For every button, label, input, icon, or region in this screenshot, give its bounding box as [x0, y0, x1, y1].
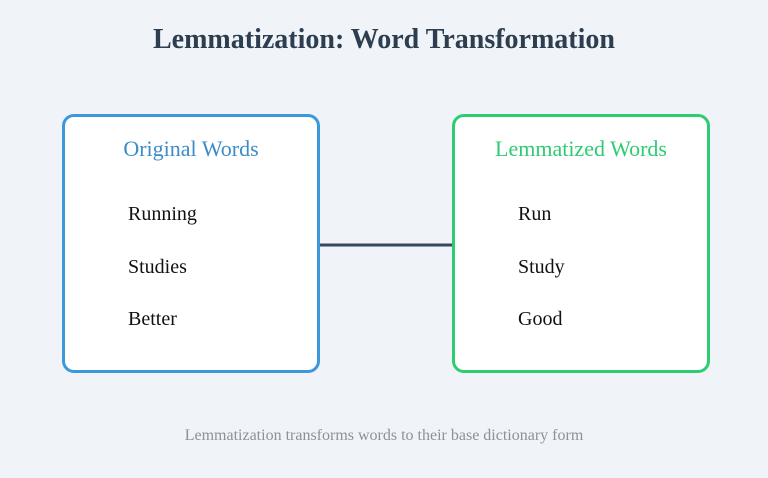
lemmatized-word: Study: [518, 256, 565, 278]
diagram-title: Lemmatization: Word Transformation: [153, 24, 615, 55]
lemmatized-words-heading: Lemmatized Words: [495, 136, 667, 161]
original-word: Running: [128, 203, 197, 225]
original-word: Better: [128, 308, 177, 330]
original-words-box: Original Words Running Studies Better: [62, 114, 320, 373]
original-word: Studies: [128, 256, 187, 278]
caption: Lemmatization transforms words to their …: [184, 427, 584, 444]
lemmatized-word: Good: [518, 308, 563, 330]
lemmatized-word: Run: [518, 203, 552, 225]
original-words-heading: Original Words: [123, 136, 259, 161]
lemmatized-words-box: Lemmatized Words Run Study Good: [452, 114, 710, 373]
